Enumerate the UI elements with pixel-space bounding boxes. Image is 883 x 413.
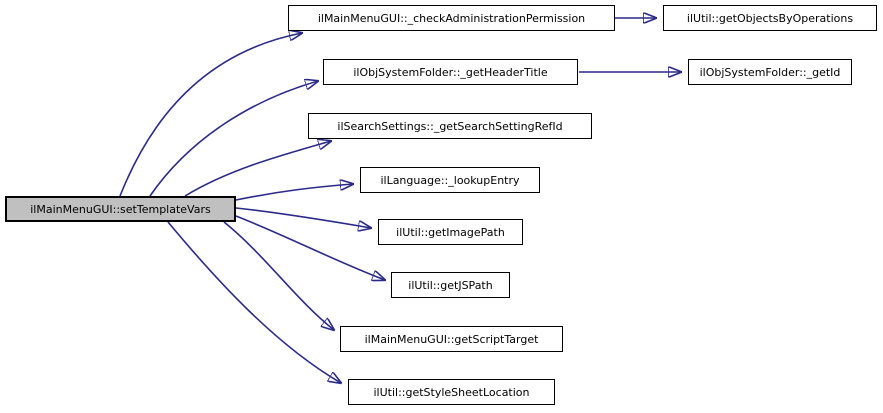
edge-root-to-checkAdministrationPermission bbox=[119, 33, 302, 197]
edge-root-to-getJSPath bbox=[235, 215, 385, 280]
node-getHeaderTitle[interactable]: ilObjSystemFolder::_getHeaderTitle bbox=[323, 59, 578, 85]
node-getObjectsByOperations[interactable]: ilUtil::getObjectsByOperations bbox=[663, 5, 877, 31]
edge-root-to-getStyleSheetLocation bbox=[167, 221, 341, 383]
edge-root-to-getSearchSettingRefId bbox=[184, 141, 331, 197]
node-getImagePath[interactable]: ilUtil::getImagePath bbox=[378, 219, 523, 245]
edge-root-to-getImagePath bbox=[235, 207, 371, 228]
node-getSearchSettingRefId[interactable]: ilSearchSettings::_getSearchSettingRefId bbox=[308, 113, 592, 139]
node-getScriptTarget[interactable]: ilMainMenuGUI::getScriptTarget bbox=[340, 326, 563, 352]
node-getId[interactable]: ilObjSystemFolder::_getId bbox=[688, 59, 852, 85]
node-getJSPath[interactable]: ilUtil::getJSPath bbox=[391, 272, 510, 298]
node-lookupEntry[interactable]: ilLanguage::_lookupEntry bbox=[360, 167, 540, 193]
node-checkAdministrationPermission[interactable]: ilMainMenuGUI::_checkAdministrationPermi… bbox=[288, 5, 615, 31]
node-setTemplateVars[interactable]: ilMainMenuGUI::setTemplateVars bbox=[5, 196, 236, 222]
edge-root-to-getHeaderTitle bbox=[149, 81, 318, 197]
edge-root-to-lookupEntry bbox=[235, 184, 353, 201]
node-getStyleSheetLocation[interactable]: ilUtil::getStyleSheetLocation bbox=[348, 379, 555, 405]
edge-root-to-getScriptTarget bbox=[223, 221, 334, 330]
